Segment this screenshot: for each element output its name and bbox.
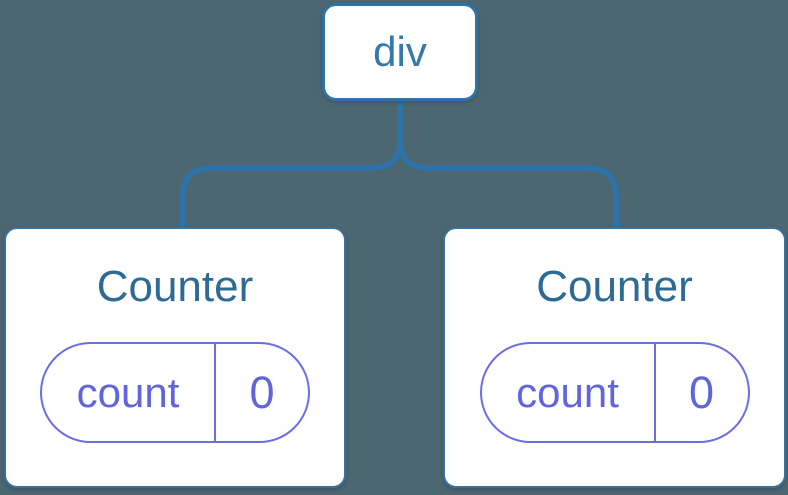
component-title: Counter [536,262,693,311]
state-value: 0 [249,366,275,418]
state-pill: count 0 [40,342,310,443]
state-value: 0 [688,366,715,418]
counter-component-card-right: Counter count 0 [443,227,786,488]
root-node-div: div [322,3,478,101]
state-key-label: count [42,344,216,441]
root-node-label: div [373,28,427,75]
component-title: Counter [96,262,254,311]
connector-root-to-right-child [397,99,619,229]
counter-component-card-left: Counter count 0 [4,227,346,488]
connector-root-to-left-child [180,99,403,229]
state-key-label: count [482,344,656,441]
state-pill: count 0 [479,342,750,443]
